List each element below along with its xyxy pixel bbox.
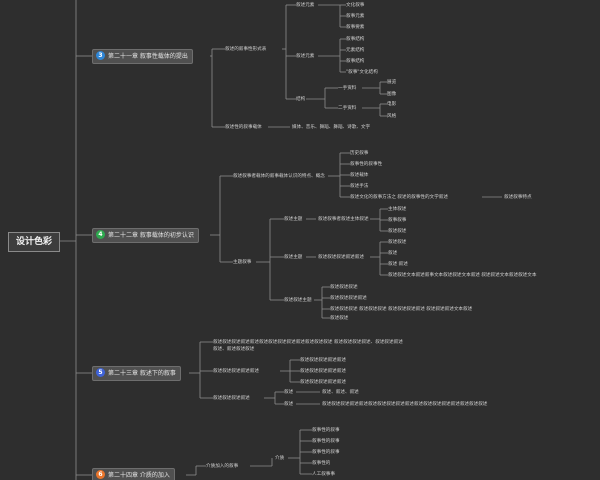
ch22-b3[interactable]: 叙述叙述主题: [284, 298, 312, 303]
ch22-a-item[interactable]: 叙事性的叙事性: [350, 162, 383, 167]
ch21-a1[interactable]: 叙述元素: [296, 3, 315, 8]
ch22-b2a[interactable]: 叙述叙述叙述叙述叙述: [318, 255, 364, 260]
ch22-a-item[interactable]: 叙述文化的叙事方法之 叙述的叙事性的文学叙述: [350, 195, 448, 200]
chapter-23-title: 第二十三章 叙述下的叙事: [108, 370, 176, 377]
number-4-icon: 4: [96, 230, 105, 239]
root-node[interactable]: 设计色彩: [8, 232, 60, 252]
ch22-b2a-item[interactable]: 叙述叙述: [388, 240, 407, 245]
ch21-a2[interactable]: 叙述元素: [296, 54, 315, 59]
ch22-a-extra[interactable]: 叙述叙事特点: [504, 195, 532, 200]
chapter-22-title: 第二十二章 叙事载体的初步认识: [108, 232, 194, 239]
ch22-b3-item[interactable]: 叙述叙述叙述: [330, 285, 358, 290]
ch22-b2[interactable]: 叙述主题: [284, 255, 303, 260]
ch22-b1a-item[interactable]: 主体叙述: [388, 207, 407, 212]
chapter-21-title: 第二十一章 叙事性载体的提出: [108, 53, 188, 60]
ch21-a2-item[interactable]: "叙事"文化结构: [346, 70, 378, 75]
ch21-topic-a[interactable]: 叙述的叙事性形式表: [225, 47, 267, 52]
ch22-a-item[interactable]: 叙述载体: [350, 173, 369, 178]
ch22-topic-b[interactable]: 主题叙事: [233, 260, 252, 265]
ch22-a-item[interactable]: 叙述手法: [350, 184, 369, 189]
ch22-b1a-item[interactable]: 叙事叙事: [388, 218, 407, 223]
ch23-c1a[interactable]: 叙述、叙述、叙述: [322, 390, 359, 395]
ch21-a2-item[interactable]: 叙事结构: [346, 59, 365, 64]
ch21-b1[interactable]: 媒体、音乐、舞蹈、舞蹈、诗歌、文字: [292, 125, 371, 130]
ch24-a1-item[interactable]: 人工叙事事: [312, 472, 335, 477]
ch22-b3-item[interactable]: 叙述叙述叙述 叙述叙述叙述 叙述叙述叙述叙述 叙述叙述叙述文本叙述: [330, 307, 473, 312]
chapter-24-title: 第二十四章 介质的加入: [108, 472, 170, 479]
ch23-topic-b[interactable]: 叙述叙述叙述叙述叙述: [213, 369, 259, 374]
ch21-a3a-item[interactable]: 图像: [387, 92, 397, 97]
ch22-b2a-item[interactable]: 叙述 叙述: [388, 262, 408, 267]
ch22-b2a-item[interactable]: 叙述叙述文本叙述叙事文本叙述叙述文本叙述 叙述叙述文本叙述叙述文本: [388, 273, 537, 278]
ch22-b1a[interactable]: 叙述叙事者叙述主体叙述: [318, 217, 369, 222]
ch23-topic-c[interactable]: 叙述叙述叙述叙述: [213, 396, 250, 401]
ch21-a2-item[interactable]: 元素结构: [346, 48, 365, 53]
ch21-a3b-item[interactable]: 风格: [387, 114, 397, 119]
ch24-a1-item[interactable]: 叙事性的叙事: [312, 428, 340, 433]
ch21-a3a-item[interactable]: 展览: [387, 80, 397, 85]
ch21-a2-item[interactable]: 叙事结构: [346, 37, 365, 42]
ch21-a3b-item[interactable]: 电影: [387, 102, 397, 107]
ch21-a1-item[interactable]: 叙事要素: [346, 25, 365, 30]
ch22-b2a-item[interactable]: 叙述: [388, 251, 398, 256]
ch22-b3-item[interactable]: 叙述叙述: [330, 316, 349, 321]
ch23-topic-a[interactable]: 叙述叙述叙述叙述叙述叙述叙述叙述叙述叙述叙述叙述叙述 叙述叙述叙述叙述、叙述叙述…: [213, 340, 403, 345]
ch24-a1-item[interactable]: 叙事性的叙事: [312, 439, 340, 444]
ch22-b1a-item[interactable]: 叙述叙述: [388, 229, 407, 234]
ch23-c2[interactable]: 叙述: [284, 402, 294, 407]
ch21-a3b[interactable]: 二手资料: [338, 106, 357, 111]
ch21-a3a[interactable]: 一手资料: [338, 86, 357, 91]
ch22-b3-item[interactable]: 叙述叙述叙述叙述: [330, 296, 367, 301]
ch24-topic-a[interactable]: 介质加入的叙事: [206, 464, 239, 469]
ch22-b1[interactable]: 叙述主题: [284, 217, 303, 222]
ch23-b-item[interactable]: 叙述叙述叙述叙述叙述: [300, 380, 346, 385]
ch24-a1[interactable]: 介质: [275, 456, 285, 461]
number-3-icon: 3: [96, 51, 105, 60]
ch21-a1-item[interactable]: 文化叙事: [346, 3, 365, 8]
ch22-a-item[interactable]: 历史叙事: [350, 151, 369, 156]
ch21-topic-b[interactable]: 叙述性的叙事载体: [225, 125, 262, 130]
ch23-b-item[interactable]: 叙述叙述叙述叙述叙述: [300, 369, 346, 374]
ch23-c1[interactable]: 叙述: [284, 390, 294, 395]
number-5-icon: 5: [96, 368, 105, 377]
ch21-a3[interactable]: 结构: [296, 97, 306, 102]
ch24-a1-item[interactable]: 叙事性的叙事: [312, 450, 340, 455]
ch23-b-item[interactable]: 叙述叙述叙述叙述叙述: [300, 358, 346, 363]
ch23-c2a[interactable]: 叙述叙述叙述叙述叙述叙述叙述叙述叙述叙述叙述叙述叙述叙述叙述叙述叙述叙述: [322, 402, 488, 407]
ch24-a1-item[interactable]: 叙事性的: [312, 461, 331, 466]
ch21-a1-item[interactable]: 叙事元素: [346, 14, 365, 19]
number-6-icon: 6: [96, 470, 105, 479]
ch23-topic-a-line2[interactable]: 叙述、叙述叙述叙述: [213, 347, 255, 352]
ch22-topic-a[interactable]: 叙述叙事者载体的叙事载体认识的特点、概念: [233, 174, 325, 179]
